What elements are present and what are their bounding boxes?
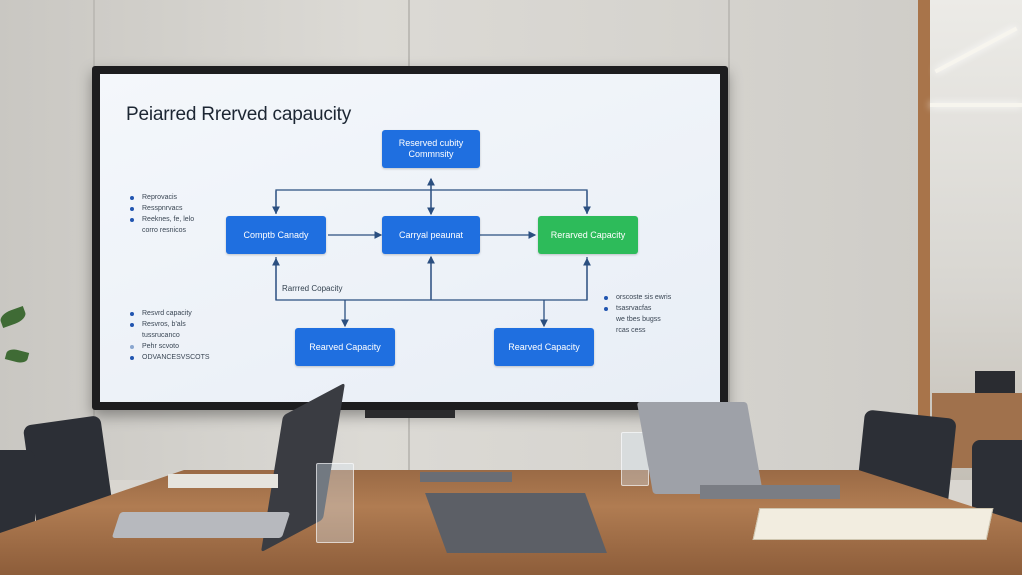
- open-notebook: [752, 508, 994, 540]
- diagram-box-bottom-right: Rearved Capacity: [494, 328, 594, 366]
- wall-panel-seam: [728, 0, 730, 480]
- bullet-list-top-left: Reprovacis Resspnrvacs Reeknes, fe, lelo…: [130, 192, 194, 236]
- bullet-text: Reeknes, fe, lelo: [142, 216, 195, 223]
- bullet-text: Pehr scvoto: [142, 343, 179, 350]
- diagram-box-right: Rerarved Capacity: [538, 216, 638, 254]
- bullet-text: rcas cess: [616, 327, 646, 334]
- bullet-text: tussrucanco: [142, 332, 180, 339]
- tablet-device: [420, 472, 512, 482]
- bullet-text: orscoste sis ewris: [616, 294, 672, 301]
- laptop-right-base: [700, 485, 840, 499]
- bullet-list-bottom-left: Resvrd capacity Resvros, b'als tussrucan…: [130, 308, 210, 363]
- wood-pillar: [918, 0, 930, 480]
- side-monitor: [975, 371, 1015, 393]
- diagram-box-left: Comptb Canady: [226, 216, 326, 254]
- bullet-text: ODVANCESVSCOTS: [142, 354, 210, 361]
- table-mat: [425, 493, 607, 553]
- bullet-text: Resspnrvacs: [142, 205, 183, 212]
- bullet-list-right: orscoste sis ewris tsasrvacfas we tbes b…: [604, 292, 671, 336]
- diagram-box-top: Reserved cubity Commnsity: [382, 130, 480, 168]
- bullet-text: Resvros, b'als: [142, 321, 186, 328]
- diagram-box-bottom-left: Rearved Capacity: [295, 328, 395, 366]
- diagram-box-center: Carryal peaunat: [382, 216, 480, 254]
- bullet-text: Resvrd capacity: [142, 310, 192, 317]
- wall-tv: Peiarred Rrerved capaucity: [92, 66, 728, 410]
- connector-label: Rarrred Copacity: [282, 284, 343, 293]
- tv-screen: Peiarred Rrerved capaucity: [100, 74, 720, 402]
- paper-stack: [168, 474, 278, 488]
- slide-title: Peiarred Rrerved capaucity: [126, 104, 352, 125]
- bullet-text: tsasrvacfas: [616, 305, 652, 312]
- laptop-left-base: [111, 512, 291, 538]
- tv-mount-bar: [365, 410, 455, 418]
- bullet-text: corro resnicos: [142, 227, 186, 234]
- bullet-text: we tbes bugss: [616, 316, 661, 323]
- bullet-text: Reprovacis: [142, 194, 178, 201]
- water-glass: [316, 463, 354, 543]
- diagram-connectors: [272, 177, 591, 328]
- laptop-right-screen: [636, 402, 764, 494]
- ceiling-light: [930, 103, 1022, 107]
